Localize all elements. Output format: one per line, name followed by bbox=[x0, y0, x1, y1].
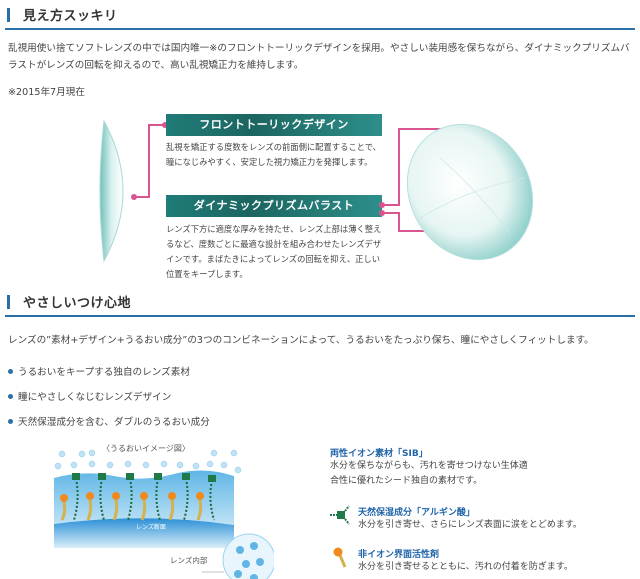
section-title: 見え方スッキリ bbox=[23, 9, 118, 24]
bullet-item: うるおいをキープする独自のレンズ素材 bbox=[8, 364, 190, 378]
heading-accent-bar bbox=[7, 8, 10, 22]
connector-line bbox=[382, 212, 399, 214]
bullet-dot-icon bbox=[8, 368, 13, 374]
section-header-clear-vision: 見え方スッキリ bbox=[5, 4, 635, 30]
feature-title-front-toric: フロントトーリックデザイン bbox=[166, 114, 382, 136]
moisture-illustration: 〈うるおいイメージ図〉 レンズ断面 レンズ内部 bbox=[54, 440, 274, 579]
connector-dot bbox=[162, 122, 168, 128]
lens-inside-label: レンズ内部 bbox=[170, 556, 208, 565]
lens-side-view-icon bbox=[99, 119, 124, 263]
section-header-comfort: やさしいつけ心地 bbox=[5, 291, 635, 317]
connector-line bbox=[148, 124, 166, 126]
feature-desc-front-toric: 乱視を矯正する度数をレンズの前面側に配置することで、瞳になじみやすく、安定した視… bbox=[166, 142, 381, 167]
connector-line bbox=[398, 212, 400, 232]
section-body: レンズの”素材+デザイン+うるおい成分”の3つのコンビネーションによって、うるお… bbox=[8, 335, 594, 346]
connector-line bbox=[398, 128, 400, 206]
connector-line bbox=[134, 196, 150, 198]
section-title: やさしいつけ心地 bbox=[23, 296, 132, 311]
section-body: 乱視用使い捨てソフトレンズの中では国内唯一※のフロントトーリックデザインを採用。… bbox=[8, 43, 630, 71]
bullet-item: 瞳にやさしくなじむレンズデザイン bbox=[8, 389, 171, 403]
connector-line bbox=[398, 128, 448, 130]
lens-section-label: レンズ断面 bbox=[136, 524, 166, 531]
lens-diagram: フロントトーリックデザイン 乱視を矯正する度数をレンズの前面側に配置することで、… bbox=[90, 106, 540, 279]
connector-line bbox=[148, 124, 150, 198]
feature-title-prism-ballast: ダイナミックプリズムバラスト bbox=[166, 195, 382, 217]
bullet-item: 天然保湿成分を含む、ダブルのうるおい成分 bbox=[8, 414, 210, 428]
footnote: ※2015年7月現在 bbox=[8, 87, 85, 98]
legend-item-sib: 両性イオン素材「SIB」 水分を保ちながらも、汚れを寄せつけない生体適合性に優れ… bbox=[330, 449, 528, 486]
connector-line bbox=[382, 204, 399, 206]
alginate-molecule-icon bbox=[330, 505, 352, 529]
legend-item-alginate: 天然保湿成分「アルギン酸」 水分を引き寄せ、さらにレンズ表面に涙をとどめます。 bbox=[358, 508, 582, 530]
illustration-caption: 〈うるおいイメージ図〉 bbox=[102, 444, 190, 453]
heading-accent-bar bbox=[7, 295, 10, 309]
bullet-dot-icon bbox=[8, 393, 13, 399]
feature-desc-prism-ballast: レンズ下方に適度な厚みを持たせ、レンズ上部は薄く整えるなど、度数ごとに最適な設計… bbox=[166, 224, 382, 279]
surfactant-icon bbox=[333, 547, 349, 573]
bullet-dot-icon bbox=[8, 418, 13, 424]
moisture-diagram-graphic bbox=[54, 449, 274, 579]
lens-front-view-icon bbox=[406, 123, 534, 261]
legend-item-surfactant: 非イオン界面活性剤 水分を引き寄せるとともに、汚れの付着を防ぎます。 bbox=[358, 550, 573, 572]
